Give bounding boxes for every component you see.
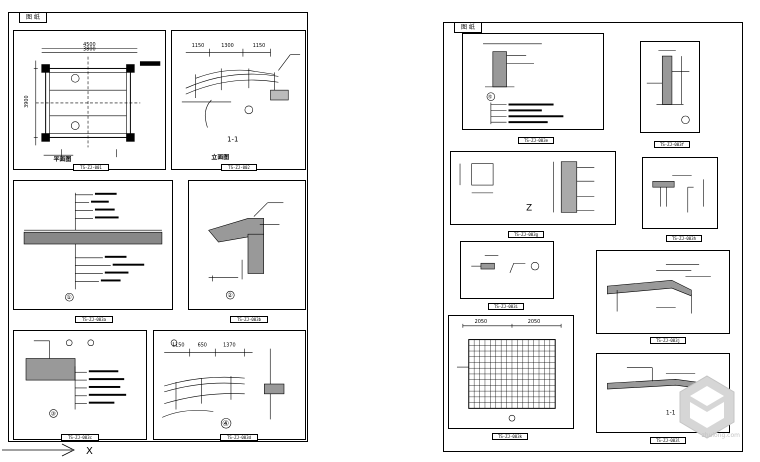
elevation-caption: TS-ZJ-002 (221, 164, 257, 171)
detail-2-marker: ② (227, 292, 233, 299)
detail-1-drawing: ① (23, 192, 163, 302)
elev-dim-c: 1150 (253, 43, 266, 49)
detail-4-dim-c: 1370 (223, 343, 235, 349)
plan-dim-outer: 4500 (83, 42, 96, 48)
detail-l-caption: TS-ZJ-003l (650, 437, 686, 444)
detail-4-dim-b: 650 (198, 343, 207, 349)
detail-g-panel: Z (450, 151, 616, 225)
detail-3-marker: ③ (51, 410, 56, 417)
plan-view-panel: 4500 3800 3900 平面图 (13, 30, 166, 170)
detail-h-drawing (652, 175, 704, 213)
detail-i-panel (460, 241, 554, 299)
detail-g-drawing: Z (459, 161, 595, 213)
grid-plan-caption: TS-ZJ-003k (492, 433, 528, 440)
detail-1-caption: TS-ZJ-003a (75, 316, 113, 323)
left-drawing-sheet: 图 纸 4500 3800 3900 (8, 12, 308, 442)
grid-dim-right: 2050 (528, 319, 541, 325)
elev-section-label: 1-1 (227, 135, 238, 143)
plan-view-title: 平面图 (54, 155, 72, 163)
detail-e-caption: TS-ZJ-003e (518, 137, 554, 144)
detail-e-marker: ⑤ (488, 95, 492, 101)
detail-j-panel (596, 250, 730, 334)
detail-f-caption: TS-ZJ-003f (654, 141, 690, 148)
left-sheet-tag: 图 纸 (19, 12, 47, 23)
detail-e-drawing: ⑤ (483, 43, 564, 125)
right-sheet-tag: 图 纸 (454, 22, 482, 33)
detail-g-marker: Z (526, 203, 532, 213)
watermark-text: zhulong.com (701, 432, 740, 439)
detail-2-caption: TS-ZJ-003b (230, 316, 268, 323)
detail-g-caption: TS-ZJ-003g (508, 231, 544, 238)
grid-plan-panel: 2050 2050 (448, 315, 574, 429)
watermark-logo-icon (679, 375, 735, 439)
elev-dim-a: 1150 (192, 43, 205, 49)
plan-view-drawing: 4500 3800 3900 平面图 (24, 42, 161, 163)
detail-4-marker: ④ (222, 419, 229, 428)
detail-4-dim-a: 1150 (172, 343, 184, 349)
detail-4-drawing: 1150 650 1370 ④ (162, 339, 285, 429)
detail-1-marker: ① (66, 294, 71, 301)
elev-dim-b: 1300 (221, 43, 234, 49)
detail-1-panel: ① (13, 180, 173, 310)
detail-3-drawing: ③ (25, 339, 127, 418)
detail-h-panel (642, 157, 718, 229)
ucs-axis-indicator: X (0, 440, 110, 458)
detail-l-marker: 1-1 (666, 410, 676, 416)
detail-i-drawing (471, 255, 540, 274)
detail-j-caption: TS-ZJ-003j (650, 337, 686, 344)
axis-x-label: X (86, 446, 93, 457)
detail-3-caption: TS-ZJ-003c (61, 434, 99, 441)
detail-f-drawing (646, 49, 690, 125)
elevation-panel: 1150 1300 1150 1-1 立面图 (171, 30, 306, 170)
elev-title: 立面图 (211, 153, 229, 161)
grid-plan-drawing: 2050 2050 (456, 319, 562, 422)
grid-dim-left: 2050 (475, 319, 488, 325)
right-drawing-sheet: 图 纸 ⑤ TS-ZJ-003e (443, 22, 743, 452)
detail-2-panel: ② (188, 180, 306, 310)
plan-view-caption: TS-ZJ-001 (73, 164, 109, 171)
detail-4-caption: TS-ZJ-003d (220, 434, 258, 441)
elevation-drawing: 1150 1300 1150 1-1 立面图 (181, 43, 301, 161)
detail-f-panel (640, 41, 700, 133)
plan-dim-side: 3900 (24, 95, 30, 108)
detail-e-panel: ⑤ (462, 33, 604, 130)
detail-2-drawing: ② (208, 202, 284, 300)
plan-dim-inner: 3800 (83, 47, 96, 53)
detail-3-panel: ③ (13, 330, 147, 440)
detail-4-panel: 1150 650 1370 ④ (153, 330, 306, 440)
detail-h-caption: TS-ZJ-003h (666, 235, 702, 242)
detail-i-caption: TS-ZJ-003i (488, 303, 524, 310)
detail-j-drawing (607, 264, 711, 314)
